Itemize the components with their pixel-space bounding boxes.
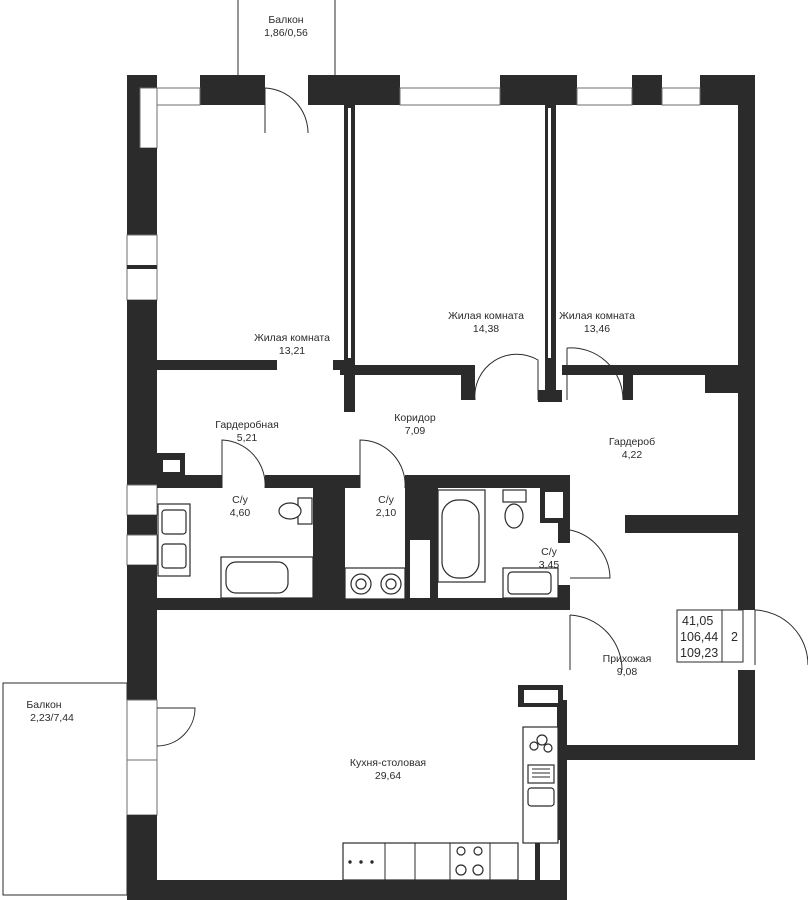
corridor-area: 7,09 [405, 425, 426, 437]
wardrobe-area: 4,22 [622, 449, 643, 461]
living-1-name: Жилая комната [254, 332, 330, 344]
exterior-walls [126, 75, 755, 900]
kitchen-name: Кухня-столовая [350, 757, 426, 769]
living-2-name: Жилая комната [448, 310, 524, 322]
bath-3-area: 3,45 [539, 559, 560, 571]
wall-cutouts [163, 108, 563, 880]
total-area-value: 106,44 [680, 630, 718, 644]
bath-2-name: С/у [378, 494, 395, 506]
bath-1-name: С/у [232, 494, 249, 506]
total-area-with-balconies-value: 109,23 [680, 646, 718, 660]
balcony-left-area: 2,23/7,44 [30, 712, 74, 724]
dressing-room-name: Гардеробная [215, 419, 279, 431]
hallway-name: Прихожая [603, 653, 652, 665]
hallway-area: 9,08 [617, 666, 638, 678]
balcony-top [237, 0, 336, 75]
living-1-area: 13,21 [279, 345, 305, 357]
balcony-top-name: Балкон [268, 14, 303, 26]
bath-2-area: 2,10 [376, 507, 397, 519]
fixtures [157, 489, 559, 881]
living-area-value: 41,05 [682, 614, 713, 628]
living-2-area: 14,38 [473, 323, 499, 335]
kitchen-area: 29,64 [375, 770, 401, 782]
balcony-top-area: 1,86/0,56 [264, 27, 308, 39]
corridor-name: Коридор [394, 412, 436, 424]
room-count-value: 2 [731, 630, 738, 644]
living-3-area: 13,46 [584, 323, 610, 335]
bath-3-name: С/у [541, 546, 558, 558]
bath-1-area: 4,60 [230, 507, 251, 519]
doors [156, 87, 808, 747]
area-summary-box: 41,05 106,44 109,23 2 [676, 609, 744, 663]
balcony-left-name: Балкон [26, 699, 61, 711]
wardrobe-name: Гардероб [609, 436, 655, 448]
dressing-room-area: 5,21 [237, 432, 258, 444]
living-3-name: Жилая комната [559, 310, 635, 322]
room-labels: Балкон 1,86/0,56 Жилая комната 13,21 Жил… [26, 14, 655, 782]
